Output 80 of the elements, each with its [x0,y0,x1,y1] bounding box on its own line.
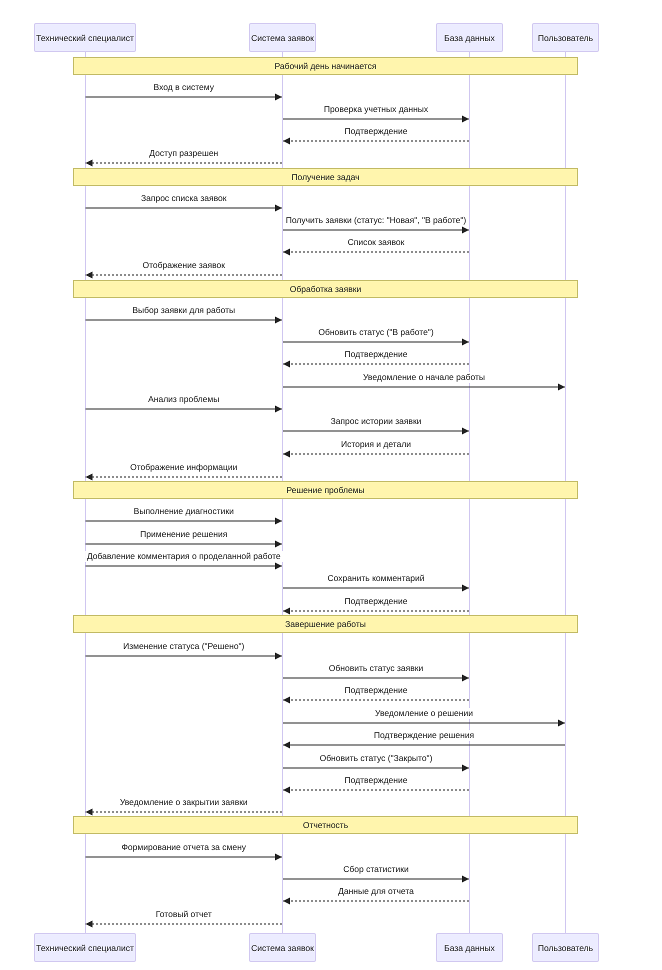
participant-box: Система заявок [249,933,316,962]
message-arrow [282,338,470,346]
message-arrow [282,742,566,748]
edge-label: Получить заявки (статус: "Новая", "В работе") [284,215,468,226]
edge-label: История и детали [338,439,414,450]
participant-box: Технический специалист [34,23,136,52]
participant-box: Пользователь [532,933,599,962]
participant-box: База данных [436,23,503,52]
note-band: Завершение работы [73,615,578,633]
edge-label: Подтверждение [342,126,410,137]
message-arrow [282,674,470,682]
message-arrow [85,562,282,570]
message-arrow [85,920,282,928]
message-arrow [282,248,470,256]
message-arrow [282,608,470,614]
edge-label: Отображение заявок [140,260,227,271]
edge-label: Обновить статус заявки [326,663,426,674]
message-arrow [85,94,282,100]
message-arrow [282,450,470,458]
edge-label: Уведомление о решении [373,708,475,719]
edge-label: Подтверждение решения [372,730,476,741]
edge-label: Формирование отчета за смену [119,842,248,853]
message-arrow [282,138,470,144]
participant-box: Пользователь [532,23,599,52]
message-arrow [85,160,282,166]
message-arrow [282,876,470,882]
message-arrow [282,428,470,434]
message-arrow [85,406,282,412]
message-arrow [85,316,282,324]
note-band: Обработка заявки [73,280,578,298]
edge-label: Добавление комментария о проделанной работе [84,551,283,562]
participant-box: База данных [436,933,503,962]
edge-label: Запрос истории заявки [328,416,424,427]
edge-label: Уведомление о закрытии заявки [118,797,250,808]
edge-label: Данные для отчета [336,886,416,897]
edge-label: Список заявок [346,237,406,248]
message-arrow [85,652,282,660]
message-arrow [85,854,282,860]
edge-label: Подтверждение [342,685,410,696]
edge-label: Уведомление о начале работы [360,372,488,383]
edge-label: Вход в систему [152,82,216,93]
message-arrow [85,808,282,816]
edge-label: Сохранить комментарий [326,573,426,584]
note-band: Отчетность [73,816,578,834]
message-arrow [282,226,470,234]
edge-label: Подтверждение [342,349,410,360]
message-arrow [85,518,282,524]
message-arrow [85,272,282,278]
participant-box: Технический специалист [34,933,136,962]
edge-label: Применение решения [138,529,230,540]
edge-label: Подтверждение [342,775,410,786]
message-arrow [282,898,470,904]
message-arrow [282,384,566,390]
message-arrow [282,116,470,122]
edge-label: Готовый отчет [154,909,214,920]
edge-label: Запрос списка заявок [139,193,228,204]
message-arrow [282,360,470,368]
edge-label: Обновить статус ("Закрыто") [318,753,434,764]
message-arrow [282,696,470,704]
edge-label: Сбор статистики [341,864,411,875]
message-arrow [282,764,470,772]
message-arrow [282,786,470,794]
message-arrow [282,584,470,592]
message-arrow [85,204,282,212]
edge-label: Обновить статус ("В работе") [316,327,436,338]
edge-label: Выбор заявки для работы [130,305,238,316]
note-band: Решение проблемы [73,481,578,499]
edge-label: Отображение информации [128,462,240,473]
note-band: Получение задач [73,168,578,186]
edge-label: Анализ проблемы [146,394,222,405]
message-arrow [282,720,566,726]
edge-label: Доступ разрешен [147,148,220,159]
participant-box: Система заявок [249,23,316,52]
edge-label: Изменение статуса ("Решено") [121,641,246,652]
edge-label: Выполнение диагностики [132,506,236,517]
edge-label: Подтверждение [342,596,410,607]
note-band: Рабочий день начинается [73,57,578,75]
edge-label: Проверка учетных данных [322,104,430,115]
message-arrow [85,540,282,548]
message-arrow [85,474,282,480]
